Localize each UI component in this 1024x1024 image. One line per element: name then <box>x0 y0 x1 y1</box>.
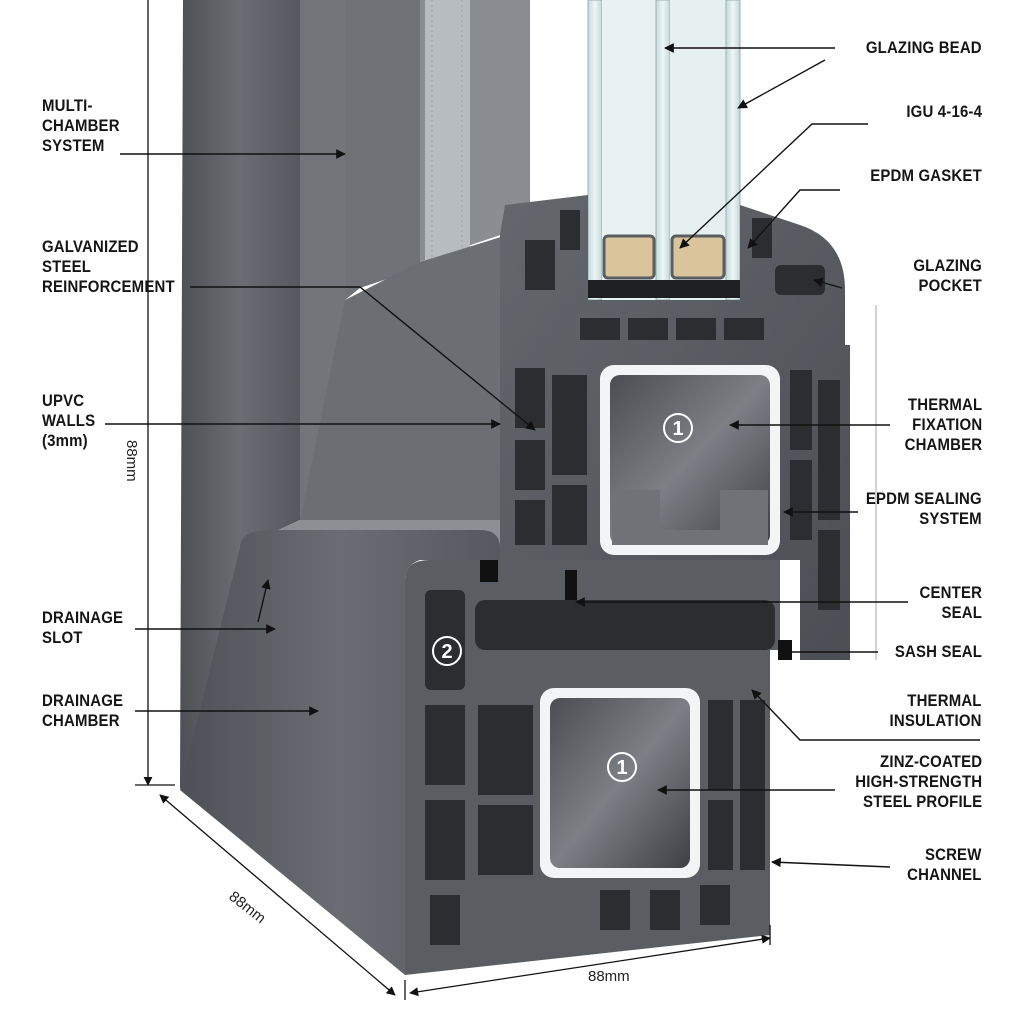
insulated-glass-unit <box>587 0 741 301</box>
label-thermal-insulation: THERMAL INSULATION <box>889 691 982 730</box>
marker-steel-lower: 1 <box>607 752 637 782</box>
label-center-seal: CENTER SEAL <box>919 583 982 622</box>
label-epdm-gasket: EPDM GASKET <box>870 166 982 185</box>
label-thermal-fixation-chamber: THERMAL FIXATION CHAMBER <box>904 395 982 454</box>
frame-face <box>180 0 540 790</box>
left-leaders <box>105 149 536 716</box>
label-epdm-sealing-system: EPDM SEALING SYSTEM <box>866 489 982 528</box>
marker-drainage-text: 2 <box>441 641 452 663</box>
label-screw-channel: SCREW CHANNEL <box>907 845 982 884</box>
right-leaders <box>575 43 980 868</box>
label-sash-seal: SASH SEAL <box>894 642 982 661</box>
label-galvanized-steel-reinforcement: GALVANIZED STEEL REINFORCEMENT <box>42 237 175 296</box>
marker-steel-lower-text: 1 <box>616 757 627 779</box>
dimension-height-label: 88mm <box>123 440 140 482</box>
label-multi-chamber-system: MULTI- CHAMBER SYSTEM <box>42 96 120 155</box>
label-drainage-slot: DRAINAGE SLOT <box>42 608 124 647</box>
label-glazing-pocket: GLAZING POCKET <box>913 256 982 295</box>
label-upvc-walls: UPVC WALLS (3mm) <box>42 391 96 450</box>
marker-steel-upper-text: 1 <box>672 418 683 440</box>
marker-drainage: 2 <box>432 636 462 666</box>
frame-profile <box>180 530 792 975</box>
marker-steel-upper: 1 <box>663 413 693 443</box>
label-steel-profile: ZINZ-COATED HIGH-STRENGTH STEEL PROFILE <box>855 752 982 811</box>
label-igu: IGU 4-16-4 <box>906 102 982 121</box>
label-drainage-chamber: DRAINAGE CHAMBER <box>42 691 124 730</box>
dimension-width-label: 88mm <box>588 968 630 985</box>
label-glazing-bead: GLAZING BEAD <box>866 38 982 57</box>
sash-profile <box>500 195 850 660</box>
dimension-lines <box>135 0 877 1000</box>
